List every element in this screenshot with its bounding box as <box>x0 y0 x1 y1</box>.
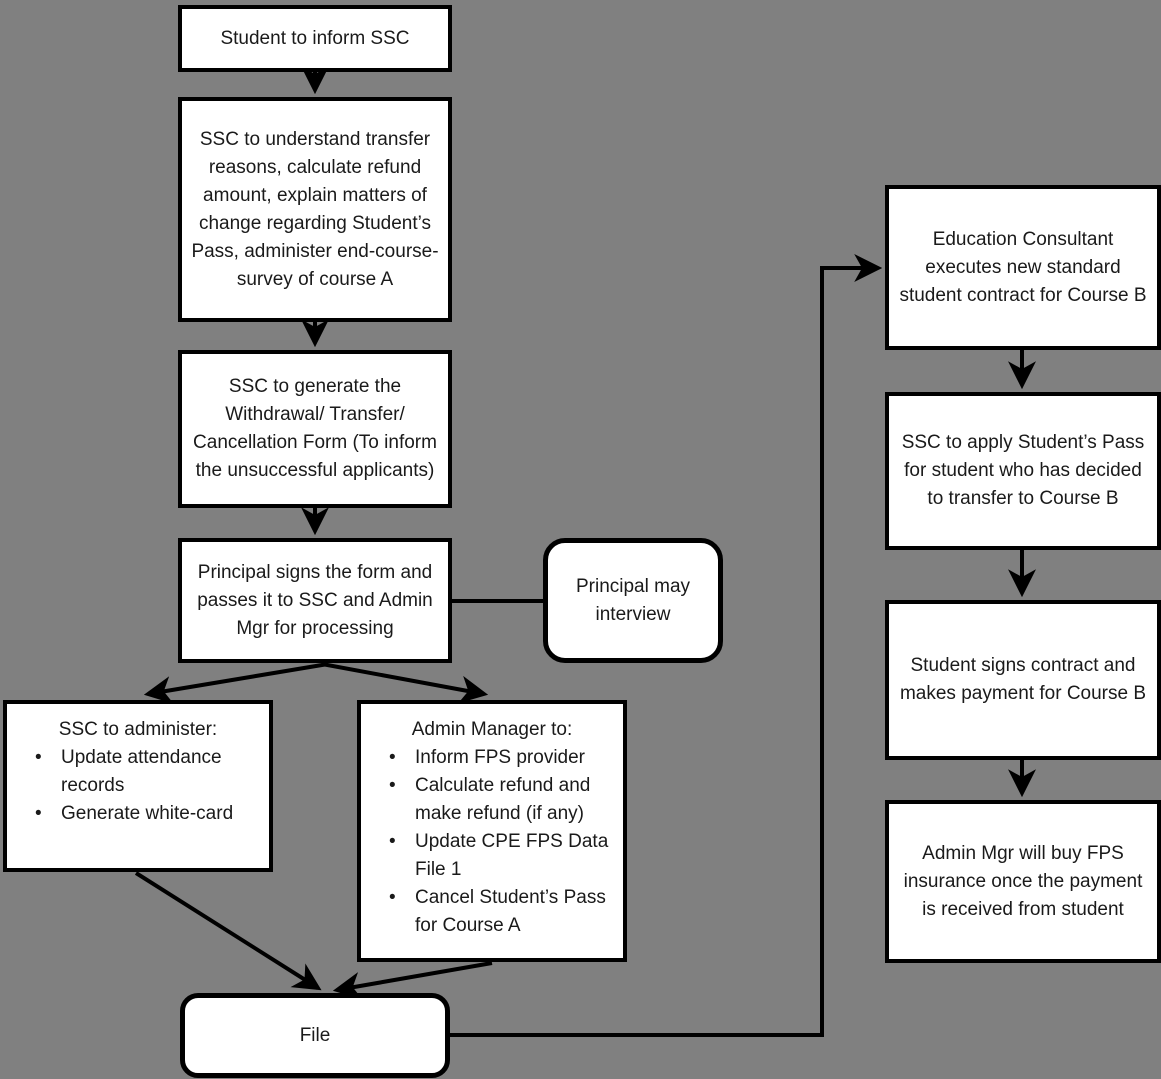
arrow-principal-to-admin-mgr <box>321 662 489 704</box>
bullet-item: Update CPE FPS Data File 1 <box>389 828 613 884</box>
node-admin-manager: Admin Manager to: Inform FPS provider Ca… <box>357 700 627 962</box>
bullet-item: Generate white-card <box>35 800 259 828</box>
bullet-item: Calculate refund and make refund (if any… <box>389 772 613 828</box>
node-label: SSC to understand transfer reasons, calc… <box>191 128 439 290</box>
node-label: Education Consultant executes new standa… <box>899 228 1147 306</box>
node-student-signs-contract: Student signs contract and makes payment… <box>885 600 1161 760</box>
node-heading: Admin Manager to: <box>411 719 573 740</box>
node-principal-signs: Principal signs the form and passes it t… <box>178 538 452 663</box>
node-label: Student signs contract and makes payment… <box>899 655 1147 704</box>
node-label: SSC to apply Student’s Pass for student … <box>901 432 1145 509</box>
node-file: File <box>180 993 450 1078</box>
node-ssc-generate-form: SSC to generate the Withdrawal/ Transfer… <box>178 350 452 508</box>
node-label: Principal signs the form and passes it t… <box>197 561 433 639</box>
bullet-list: Update attendance records Generate white… <box>17 744 259 828</box>
node-education-consultant: Education Consultant executes new standa… <box>885 185 1161 350</box>
arrow-admin-mgr-to-file <box>332 961 493 1000</box>
node-heading: SSC to administer: <box>58 719 218 740</box>
node-label: SSC to generate the Withdrawal/ Transfer… <box>193 376 437 481</box>
node-admin-buys-fps: Admin Mgr will buy FPS insurance once th… <box>885 800 1161 963</box>
node-ssc-apply-pass: SSC to apply Student’s Pass for student … <box>885 392 1161 550</box>
node-label: Principal may interview <box>575 575 691 625</box>
node-label: File <box>299 1024 331 1046</box>
arrow-file-to-edu-consultant <box>450 254 883 1037</box>
bullet-item: Inform FPS provider <box>389 744 613 772</box>
node-principal-may-interview: Principal may interview <box>543 538 723 663</box>
arrow-principal-to-ssc-admin <box>143 662 329 704</box>
arrow-ssc-admin-to-file <box>134 871 322 991</box>
bullet-item: Update attendance records <box>35 744 259 800</box>
node-student-inform-ssc: Student to inform SSC <box>178 5 452 72</box>
node-label: Student to inform SSC <box>220 27 410 49</box>
node-label: Admin Mgr will buy FPS insurance once th… <box>903 842 1143 920</box>
node-ssc-administer: SSC to administer: Update attendance rec… <box>3 700 273 872</box>
bullet-item: Cancel Student’s Pass for Course A <box>389 884 613 940</box>
bullet-list: Inform FPS provider Calculate refund and… <box>371 744 613 940</box>
node-ssc-understand: SSC to understand transfer reasons, calc… <box>178 97 452 322</box>
